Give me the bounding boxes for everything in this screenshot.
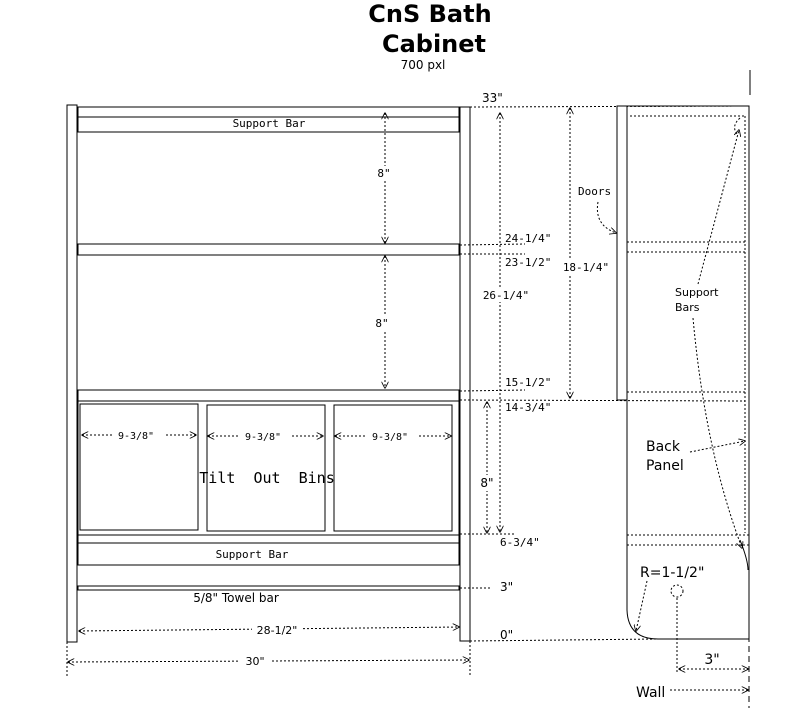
towel-bar-end xyxy=(670,584,684,598)
subtitle: 700 pxl xyxy=(401,58,446,72)
shelf-gap-middle: 8" xyxy=(375,317,388,330)
height-top: 33" xyxy=(482,91,503,105)
right-post xyxy=(459,106,471,642)
bin-1 xyxy=(79,403,199,531)
support-bar-top-label: Support Bar xyxy=(233,117,306,130)
span-26: 26-1/4" xyxy=(483,289,529,302)
shelf-gap-upper: 8" xyxy=(377,167,390,180)
side-view: Doors Support Bars Back Panel R=1-1/2" 3… xyxy=(578,70,751,708)
support-bar-bottom xyxy=(77,542,460,566)
bin-height: 8" xyxy=(480,476,493,490)
height-0: 0" xyxy=(500,628,513,642)
height-23: 23-1/2" xyxy=(505,256,551,269)
title-line-2: Cabinet xyxy=(382,30,486,58)
bottom-rail xyxy=(77,534,460,544)
towel-bar-label: 5/8" Towel bar xyxy=(193,591,279,605)
shelf-middle xyxy=(77,389,460,402)
support-bar-top xyxy=(77,116,460,133)
support-bars-label-1: Support xyxy=(675,286,719,299)
inner-width: 28-1/2" xyxy=(257,624,298,637)
back-panel-label-1: Back xyxy=(646,439,681,455)
doors-label: Doors xyxy=(578,185,611,198)
back-panel-label-2: Panel xyxy=(646,458,684,474)
height-3: 3" xyxy=(500,580,513,594)
span-18: 18-1/4" xyxy=(563,261,609,274)
bins-label: Tilt Out Bins xyxy=(199,469,334,487)
depth-label: 3" xyxy=(704,652,719,668)
height-24: 24-1/4" xyxy=(505,232,551,245)
height-14: 14-3/4" xyxy=(505,401,551,414)
outer-width: 30" xyxy=(245,655,264,668)
radius-label: R=1-1/2" xyxy=(640,565,704,581)
bin-2 xyxy=(206,404,326,532)
bin-2-width: 9-3/8" xyxy=(245,432,281,443)
left-post xyxy=(66,104,78,643)
bin-3 xyxy=(333,404,453,532)
height-dimensions: 26-1/4" 18-1/4" 33" 24-1/4" 23-1/2" 15-1… xyxy=(459,91,749,642)
support-bar-bottom-label: Support Bar xyxy=(216,548,289,561)
top-rail xyxy=(77,106,460,118)
bin-3-width: 9-3/8" xyxy=(372,432,408,443)
door-panel xyxy=(616,105,628,401)
side-outline xyxy=(626,105,750,640)
shelf-upper xyxy=(77,243,460,256)
front-view: Support Bar Support Bar 5/8" Towel bar 9… xyxy=(66,104,496,676)
title-line-1: CnS Bath xyxy=(368,0,491,28)
height-6: 6-3/4" xyxy=(500,536,540,549)
towel-bar xyxy=(77,585,460,591)
bin-1-width: 9-3/8" xyxy=(118,431,154,442)
height-15: 15-1/2" xyxy=(505,376,551,389)
wall-label: Wall xyxy=(636,685,665,701)
support-bars-label-2: Bars xyxy=(675,301,700,314)
